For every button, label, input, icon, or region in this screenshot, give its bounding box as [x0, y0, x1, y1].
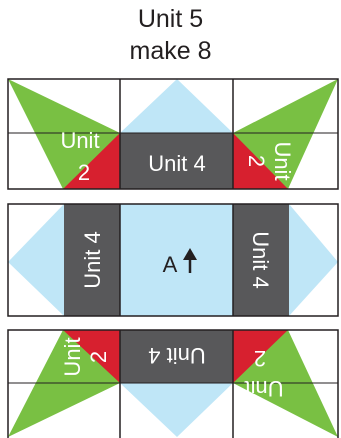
unit4-label-right: Unit 4: [248, 231, 273, 288]
unit2-label-bottom-right-line2: 2: [254, 346, 266, 371]
blue-triangle-left: [8, 204, 64, 316]
unit2-label-bottom-left-line1: Unit: [60, 337, 85, 376]
middle-block: Unit 4 Unit 4 A: [7, 203, 339, 317]
unit4-label-left: Unit 4: [80, 231, 105, 288]
unit2-label-left-line2: 2: [78, 160, 90, 185]
unit4-rect-right: [233, 204, 289, 316]
unit4-label-top: Unit 4: [148, 151, 205, 176]
unit4-rect-bottom: [120, 330, 233, 383]
center-square-a: [120, 204, 233, 316]
red-triangle-bottom-left: [63, 330, 120, 383]
unit4-rect-top: [120, 133, 233, 189]
unit4-rect-left: [64, 204, 120, 316]
unit2-label-bottom-left-line2: 2: [86, 351, 111, 363]
unit2-label-right-line2: 2: [244, 155, 269, 167]
blue-triangle-right: [289, 204, 338, 316]
unit2-label-right-line1: Unit: [270, 141, 295, 180]
top-block: Unit 4 Unit 2 Unit 2: [7, 78, 339, 190]
unit2-label-bottom-right-line1: Unit: [244, 376, 283, 401]
bottom-block: Unit 4 Unit 2 Unit 2: [7, 329, 339, 438]
unit2-label-left-line1: Unit: [60, 128, 99, 153]
label-a: A: [163, 252, 178, 277]
diagram-subtitle: make 8: [129, 37, 212, 65]
diagram-title: Unit 5: [137, 5, 204, 33]
up-arrow-icon: [183, 248, 197, 273]
unit4-label-bottom: Unit 4: [148, 343, 205, 368]
red-triangle-right: [233, 133, 288, 189]
red-triangle-bottom-right: [233, 330, 288, 383]
red-triangle-left: [63, 133, 120, 189]
